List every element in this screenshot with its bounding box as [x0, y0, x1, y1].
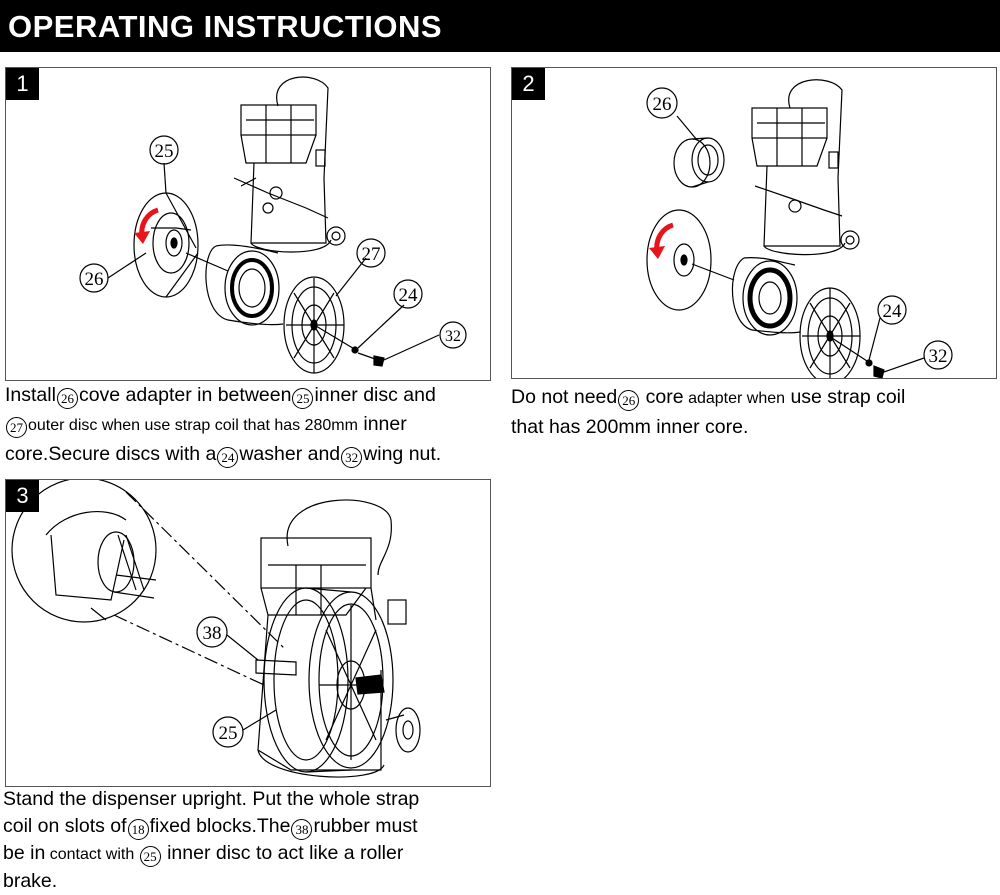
- ref-number-32: 32: [341, 447, 363, 468]
- header-bar: OPERATING INSTRUCTIONS: [0, 0, 1000, 52]
- ref-number-38: 38: [291, 819, 313, 840]
- ref-number-26: 26: [56, 388, 78, 409]
- step-number-3: 3: [6, 480, 39, 512]
- callout-25: 25: [219, 723, 238, 744]
- panel-step-2: 2: [511, 67, 997, 379]
- callout-26: 26: [653, 94, 672, 115]
- callout-32: 32: [929, 346, 948, 367]
- assembly-illustration-2: 26 24 32: [646, 79, 953, 378]
- callout-24: 24: [883, 301, 903, 322]
- panel-step-1: 1: [5, 67, 491, 381]
- callout-26: 26: [85, 269, 104, 290]
- callout-38: 38: [203, 623, 222, 644]
- ref-number-24: 24: [217, 447, 239, 468]
- ref-number-18: 18: [127, 819, 149, 840]
- callout-27: 27: [362, 244, 381, 265]
- caption-step-3: Stand the dispenser upright. Put the who…: [3, 788, 420, 892]
- step-number-1: 1: [6, 68, 39, 100]
- step-number-2: 2: [512, 68, 545, 100]
- panel-step-3: 3: [5, 479, 491, 787]
- page-title: OPERATING INSTRUCTIONS: [8, 9, 443, 44]
- ref-number-27: 27: [6, 417, 27, 438]
- callout-24: 24: [399, 285, 419, 306]
- ref-number-25: 25: [292, 388, 314, 409]
- callout-32: 32: [445, 328, 461, 345]
- ref-number-26: 26: [618, 390, 640, 411]
- assembly-illustration-1: 25 26 27 24 32: [79, 76, 467, 374]
- ref-number-25: 25: [139, 846, 161, 867]
- assembly-illustration-3: 38 25: [11, 480, 421, 778]
- callout-25: 25: [155, 141, 174, 162]
